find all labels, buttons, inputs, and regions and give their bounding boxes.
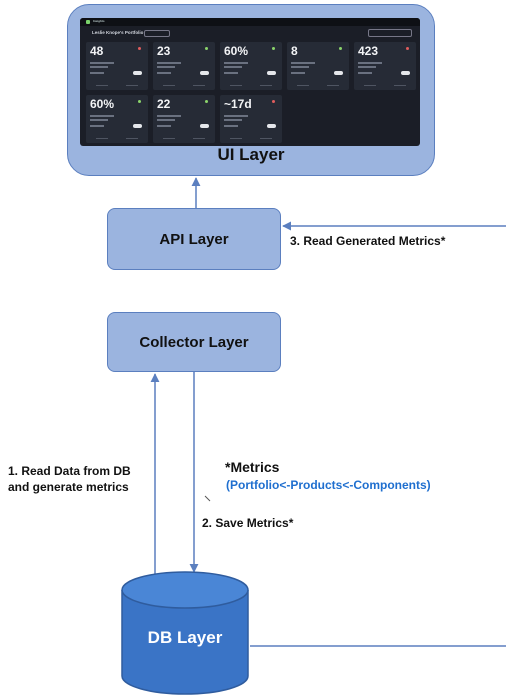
- text-placeholder: [193, 84, 205, 86]
- dashboard-action-button: [368, 29, 412, 37]
- status-dot-icon: [272, 47, 275, 50]
- metrics-note-heading: *Metrics: [225, 459, 280, 475]
- metric-value: 423: [358, 44, 379, 58]
- text-placeholder: [157, 125, 171, 127]
- collector-layer-label: Collector Layer: [139, 333, 249, 351]
- status-dot-icon: [339, 47, 342, 50]
- toggle-icon: [401, 71, 410, 75]
- metric-value: 48: [90, 44, 104, 58]
- toggle-icon: [267, 71, 276, 75]
- text-placeholder: [224, 119, 242, 121]
- metric-card: 48: [86, 42, 148, 90]
- metric-value: 23: [157, 44, 171, 58]
- text-placeholder: [126, 137, 138, 139]
- text-placeholder: [157, 66, 175, 68]
- text-placeholder: [230, 137, 242, 139]
- text-placeholder: [157, 119, 175, 121]
- toggle-icon: [334, 71, 343, 75]
- status-dot-icon: [205, 100, 208, 103]
- text-placeholder: [90, 115, 114, 117]
- metric-card: 23: [153, 42, 215, 90]
- text-placeholder: [260, 137, 272, 139]
- text-placeholder: [90, 62, 114, 64]
- status-dot-icon: [205, 47, 208, 50]
- dashboard-title: Leslie Knope's Portfolio: [92, 30, 144, 35]
- text-placeholder: [297, 84, 309, 86]
- text-placeholder: [90, 66, 108, 68]
- text-placeholder: [327, 84, 339, 86]
- text-placeholder: [157, 62, 181, 64]
- metric-card: ~17d: [220, 95, 282, 143]
- dashboard-logo-icon: [86, 20, 90, 24]
- text-placeholder: [358, 66, 376, 68]
- metric-value: ~17d: [224, 97, 252, 111]
- metric-value: 60%: [224, 44, 249, 58]
- read-data-label-line2: and generate metrics: [8, 479, 129, 494]
- metrics-note-hierarchy: (Portfolio<-Products<-Components): [226, 478, 431, 492]
- text-placeholder: [157, 115, 181, 117]
- text-placeholder: [260, 84, 272, 86]
- text-placeholder: [291, 62, 315, 64]
- dashboard-brand: Insights: [93, 19, 105, 23]
- metric-value: 22: [157, 97, 171, 111]
- text-placeholder: [163, 84, 175, 86]
- metric-value: 8: [291, 44, 298, 58]
- dashboard-screenshot: Insights Leslie Knope's Portfolio 48 23 60…: [80, 18, 420, 146]
- save-metrics-label: 2. Save Metrics*: [202, 516, 294, 530]
- metric-card: 8: [287, 42, 349, 90]
- dashboard-filter-pill: [144, 30, 170, 37]
- text-placeholder: [126, 84, 138, 86]
- toggle-icon: [133, 124, 142, 128]
- text-placeholder: [90, 119, 108, 121]
- db-layer-cylinder: [121, 571, 249, 695]
- api-layer-box: API Layer: [107, 208, 281, 270]
- read-data-label: 1. Read Data from DB and generate metric…: [8, 464, 131, 495]
- toggle-icon: [200, 71, 209, 75]
- text-placeholder: [230, 84, 242, 86]
- metric-card: 60%: [220, 42, 282, 90]
- text-placeholder: [364, 84, 376, 86]
- ui-layer-label: UI Layer: [217, 145, 285, 164]
- text-placeholder: [224, 125, 238, 127]
- text-placeholder: [163, 137, 175, 139]
- status-dot-icon: [406, 47, 409, 50]
- text-placeholder: [358, 62, 382, 64]
- api-layer-label: API Layer: [159, 230, 229, 248]
- metric-card: 22: [153, 95, 215, 143]
- status-dot-icon: [272, 100, 275, 103]
- metric-card: 60%: [86, 95, 148, 143]
- status-dot-icon: [138, 100, 141, 103]
- read-generated-label: 3. Read Generated Metrics*: [290, 234, 446, 248]
- text-placeholder: [224, 66, 242, 68]
- toggle-icon: [267, 124, 276, 128]
- text-placeholder: [224, 72, 238, 74]
- dashboard-topbar: [80, 18, 420, 26]
- tick-mark: [204, 495, 211, 502]
- text-placeholder: [224, 115, 248, 117]
- text-placeholder: [358, 72, 372, 74]
- text-placeholder: [291, 66, 309, 68]
- text-placeholder: [90, 125, 104, 127]
- text-placeholder: [157, 72, 171, 74]
- text-placeholder: [96, 137, 108, 139]
- text-placeholder: [193, 137, 205, 139]
- text-placeholder: [90, 72, 104, 74]
- ui-layer-box: Insights Leslie Knope's Portfolio 48 23 60…: [67, 4, 435, 176]
- collector-layer-box: Collector Layer: [107, 312, 281, 372]
- metric-value: 60%: [90, 97, 115, 111]
- text-placeholder: [394, 84, 406, 86]
- toggle-icon: [200, 124, 209, 128]
- metric-card: 423: [354, 42, 416, 90]
- read-data-label-line1: 1. Read Data from DB: [8, 464, 131, 478]
- text-placeholder: [291, 72, 305, 74]
- db-layer-label: DB Layer: [147, 628, 223, 647]
- status-dot-icon: [138, 47, 141, 50]
- text-placeholder: [224, 62, 248, 64]
- toggle-icon: [133, 71, 142, 75]
- text-placeholder: [96, 84, 108, 86]
